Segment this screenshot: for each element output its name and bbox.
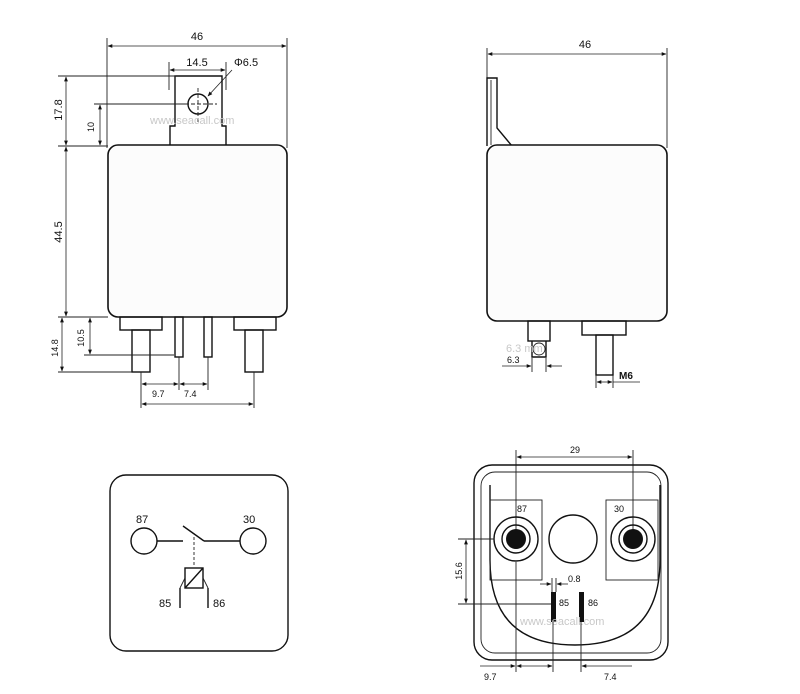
terminal-shoulder-label: 10.5 bbox=[76, 329, 86, 347]
terminal-length-label: 14.8 bbox=[50, 339, 60, 357]
stud-87-center bbox=[506, 529, 526, 549]
bottom-pin-85: 85 bbox=[559, 598, 569, 608]
pin-87-circle bbox=[130, 527, 158, 555]
schematic-frame bbox=[109, 474, 289, 652]
bottom-pin-30: 30 bbox=[614, 504, 624, 514]
stud-30-center bbox=[623, 529, 643, 549]
coil-blade-85 bbox=[174, 316, 184, 358]
front-view: 46 14.5 Φ6.5 17.8 10 www.seacall.com 44.… bbox=[50, 31, 288, 408]
body-height-label: 44.5 bbox=[53, 221, 65, 242]
bottom-pin-86: 86 bbox=[588, 598, 598, 608]
coil-blade-86 bbox=[203, 316, 213, 358]
terminal-stud-left bbox=[131, 329, 151, 373]
blade-thickness-label: 0.8 bbox=[568, 574, 581, 584]
pitch-b-label: 7.4 bbox=[184, 389, 197, 399]
switch-arm bbox=[182, 525, 205, 542]
schematic-pin-86: 86 bbox=[213, 598, 225, 610]
tab-width-label: 6.3 bbox=[507, 355, 520, 365]
bracket-width-label: 14.5 bbox=[186, 57, 207, 69]
blade-86 bbox=[579, 592, 584, 622]
relay-body-side bbox=[486, 144, 668, 322]
bottom-height-label: 15.6 bbox=[454, 562, 464, 580]
relay-body-front bbox=[107, 144, 288, 318]
bracket-height-label: 17.8 bbox=[53, 99, 65, 120]
terminal-base-right bbox=[233, 316, 277, 331]
thread-label: M6 bbox=[619, 371, 633, 382]
stud-87-ring bbox=[501, 524, 531, 554]
front-width-label: 46 bbox=[191, 31, 203, 43]
bottom-pitch-a-label: 9.7 bbox=[484, 672, 497, 682]
bottom-watermark: www.seacall.com bbox=[519, 616, 604, 628]
bottom-view: 29 87 30 15.6 0.8 85 86 www.seacall.com bbox=[454, 445, 669, 682]
terminal-stud-right bbox=[244, 329, 264, 373]
side-stud bbox=[595, 334, 614, 376]
side-width-label: 46 bbox=[579, 39, 591, 51]
terminal-base-left bbox=[119, 316, 163, 331]
schematic-pin-85: 85 bbox=[159, 598, 171, 610]
pin-30-circle bbox=[239, 527, 267, 555]
center-boss bbox=[548, 514, 598, 564]
stud-well-30 bbox=[605, 499, 659, 581]
side-watermark: 6.3 mm bbox=[506, 343, 543, 355]
pitch-a-label: 9.7 bbox=[152, 389, 165, 399]
watermark: www.seacall.com bbox=[149, 115, 234, 127]
bottom-inner-frame bbox=[480, 471, 662, 654]
side-stud-base bbox=[581, 320, 627, 336]
hole-diameter-label: Φ6.5 bbox=[234, 57, 258, 69]
bottom-pitch-b-label: 7.4 bbox=[604, 672, 617, 682]
stud-30-outer bbox=[610, 516, 656, 562]
side-blade-hole bbox=[532, 342, 546, 356]
mounting-bracket bbox=[169, 75, 227, 145]
side-view: 46 6.3 mm 6.3 M6 bbox=[486, 39, 668, 388]
side-bracket bbox=[486, 77, 513, 147]
bottom-outer-frame bbox=[473, 464, 669, 661]
hole-offset-label: 10 bbox=[86, 122, 96, 132]
schematic-pin-87: 87 bbox=[136, 514, 148, 526]
bottom-span-label: 29 bbox=[570, 445, 580, 455]
blade-85 bbox=[551, 592, 556, 622]
stud-30-ring bbox=[618, 524, 648, 554]
side-blade bbox=[527, 320, 551, 342]
bottom-pin-87: 87 bbox=[517, 504, 527, 514]
schematic-view: 87 30 85 86 bbox=[109, 474, 289, 652]
schematic-pin-30: 30 bbox=[243, 514, 255, 526]
